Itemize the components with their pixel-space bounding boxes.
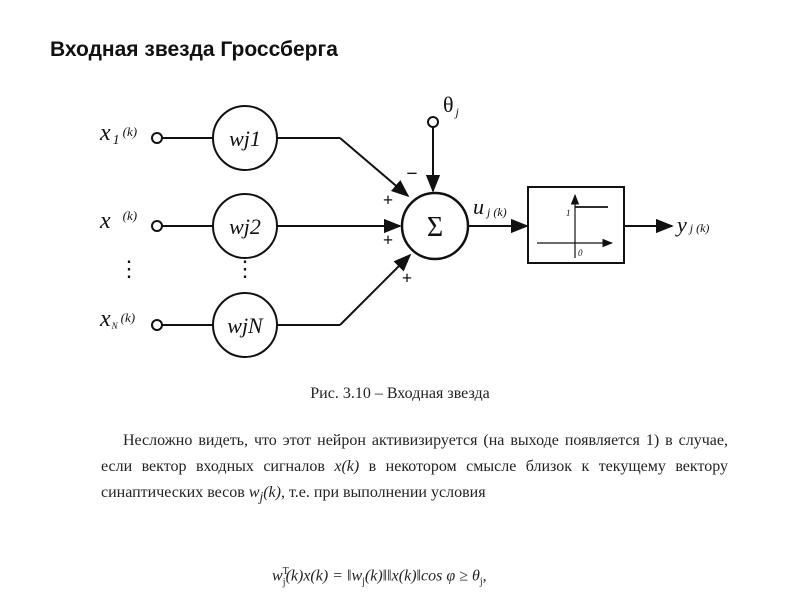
paragraph-part-3: , т.е. при выполнении условия — [280, 484, 486, 501]
input-terminal-n — [151, 319, 163, 331]
arrow-n — [339, 253, 412, 326]
condition-formula: wTj(k)x(k) = ‖wj(k)‖‖x(k)‖cos φ ≥ θj, — [272, 566, 487, 588]
paragraph-part-1: Несложно видеть, что этот нейрон активиз… — [101, 432, 728, 475]
inline-var-x: x(k) — [334, 458, 360, 475]
weight-label-1: wj1 — [229, 126, 261, 151]
weight-label-2: wj2 — [229, 214, 261, 239]
input-label-n: xN(k) — [99, 306, 135, 332]
paragraph-part-2: в некотором смысле близок к текущему век… — [101, 458, 729, 501]
sign-input-n: + — [402, 268, 412, 288]
input-row-2: x(k) wj2 — [99, 193, 402, 259]
page-title: Входная звезда Гроссберга — [50, 38, 338, 61]
input-label-2: x(k) — [99, 208, 137, 234]
sigma-symbol: Σ — [427, 212, 443, 243]
threshold-terminal — [427, 116, 439, 128]
body-paragraph: Несложно видеть, что этот нейрон активиз… — [101, 428, 728, 510]
arrow-1 — [339, 137, 410, 198]
input-terminal-1 — [151, 132, 163, 144]
sign-threshold: − — [406, 163, 417, 185]
sign-input-1: + — [383, 190, 393, 210]
input-terminal-2 — [151, 220, 163, 232]
sign-input-2: + — [383, 230, 393, 250]
inline-var-w: wj(k) — [248, 484, 281, 505]
input-ellipsis: ⋮ — [118, 256, 140, 281]
step-activation-block: 1 0 — [527, 186, 625, 264]
weight-ellipsis: ⋮ — [234, 256, 256, 281]
input-row-n: xN(k) wjN — [99, 253, 412, 358]
step-level-one: 1 — [566, 208, 571, 218]
step-level-zero: 0 — [578, 248, 583, 258]
weight-label-n: wjN — [227, 313, 264, 338]
figure-caption: Рис. 3.10 – Входная звезда — [310, 385, 490, 402]
